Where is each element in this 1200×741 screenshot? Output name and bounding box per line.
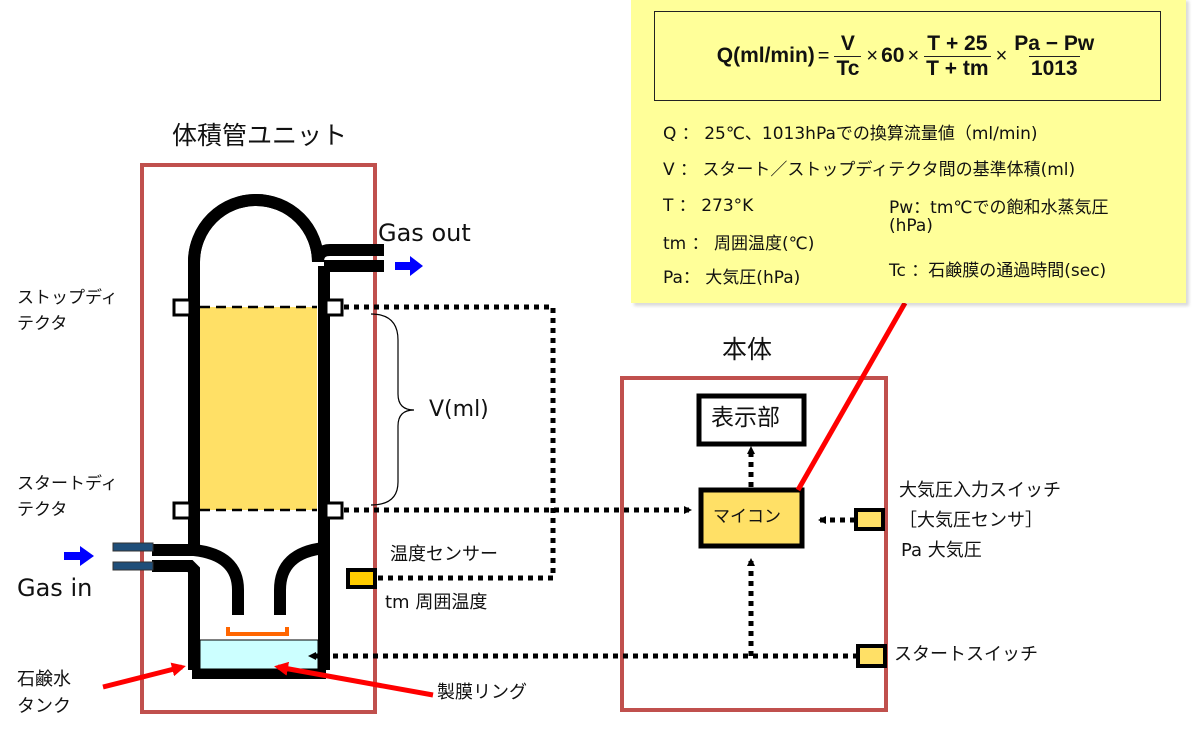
soap-tank-pointer [102, 662, 186, 690]
def-pw-1: Pw：tm℃での飽和水蒸気圧 [889, 198, 1109, 218]
gas-out-arrow-icon [395, 256, 423, 276]
soap-tank-label-2: タンク [17, 696, 71, 717]
frac2-den: T + tm [924, 55, 991, 80]
formula-times-2: × [907, 44, 920, 67]
pressure-switch [854, 508, 885, 531]
def-q: Q ： 25℃、1013hPaでの換算流量値（ml/min) [663, 124, 1038, 144]
def-v: V ： スタート／ストップディテクタ間の基準体積(ml) [663, 160, 1076, 180]
temp-sensor-label: 温度センサー [390, 544, 498, 565]
def-tm: tm ： 周囲温度(℃) [663, 234, 815, 254]
main-body-title: 本体 [722, 335, 773, 364]
frac1-num: V [840, 31, 855, 55]
start-switch [856, 644, 887, 668]
gas-in-pipe-lower [112, 561, 154, 571]
gas-in-arrow-icon [64, 546, 94, 566]
gas-out-label: Gas out [378, 219, 471, 247]
unit-title: 体積管ユニット [172, 121, 348, 150]
temp-sensor [346, 568, 377, 589]
display-box [696, 393, 807, 447]
gas-in-label: Gas in [17, 574, 93, 602]
frac3-den: 1013 [1028, 55, 1080, 80]
frac2-num: T + 25 [927, 31, 988, 55]
formula-lhs: Q(ml/min) [716, 44, 815, 67]
ambient-temp-label: tm 周囲温度 [385, 592, 488, 613]
film-ring [226, 627, 289, 636]
film-ring-label: 製膜リング [437, 682, 527, 703]
start-switch-label: スタートスイッチ [894, 644, 1038, 665]
volume-unit-frame [140, 163, 377, 714]
volume-brace [370, 313, 415, 506]
microcontroller-box [698, 487, 805, 549]
formula-frac-v-tc: V Tc [834, 31, 862, 81]
def-pw-2: (hPa) [889, 216, 933, 236]
pressure-switch-label-1: 大気圧入力スイッチ [899, 480, 1061, 501]
volume-region [200, 307, 317, 510]
formula-factor: 60 [881, 44, 905, 67]
microcontroller-label: マイコン [713, 507, 781, 527]
formula-frac-pressure: Pa − Pw 1013 [1012, 32, 1096, 81]
gas-in-pipe-upper [112, 542, 154, 552]
soap-water [199, 639, 319, 670]
signal-lines [308, 304, 858, 660]
formula-callout: Q(ml/min) = V Tc × 60 × T + 25 T + tm × … [631, 0, 1186, 303]
flow-formula: Q(ml/min) = V Tc × 60 × T + 25 T + tm × … [654, 11, 1161, 101]
callout-pointer [795, 301, 908, 492]
start-detector-label-2: テクタ [17, 500, 68, 520]
pressure-switch-label-2: ［大気圧センサ］ [899, 510, 1043, 531]
display-label: 表示部 [711, 405, 780, 431]
start-detector-label-1: スタートディ [17, 474, 118, 494]
formula-times-1: × [866, 44, 879, 67]
film-ring-pointer [274, 661, 434, 698]
start-detector-left [172, 501, 192, 520]
volume-tube [188, 194, 384, 560]
volume-label: V(ml) [429, 397, 489, 422]
stop-detector-left [172, 298, 192, 317]
stop-detector-right [324, 298, 344, 317]
formula-times-3: × [995, 44, 1008, 67]
main-body-frame [620, 376, 888, 712]
stop-detector-label-1: ストップディ [17, 288, 118, 308]
stop-detector-label-2: テクタ [17, 314, 68, 334]
soap-tank-label-1: 石鹸水 [17, 669, 71, 690]
formula-frac-temp: T + 25 T + tm [924, 31, 991, 81]
def-t: T ： 273°K [663, 196, 754, 216]
lower-tube [152, 542, 330, 679]
formula-equals: = [817, 44, 830, 67]
def-pa: Pa： 大気圧(hPa) [663, 268, 801, 288]
frac1-den: Tc [834, 55, 862, 80]
start-detector-right [324, 501, 344, 520]
pressure-switch-label-3: Pa 大気圧 [901, 540, 982, 561]
frac3-num: Pa − Pw [1014, 31, 1095, 55]
def-tc: Tc ：石鹸膜の通過時間(sec) [889, 261, 1107, 281]
